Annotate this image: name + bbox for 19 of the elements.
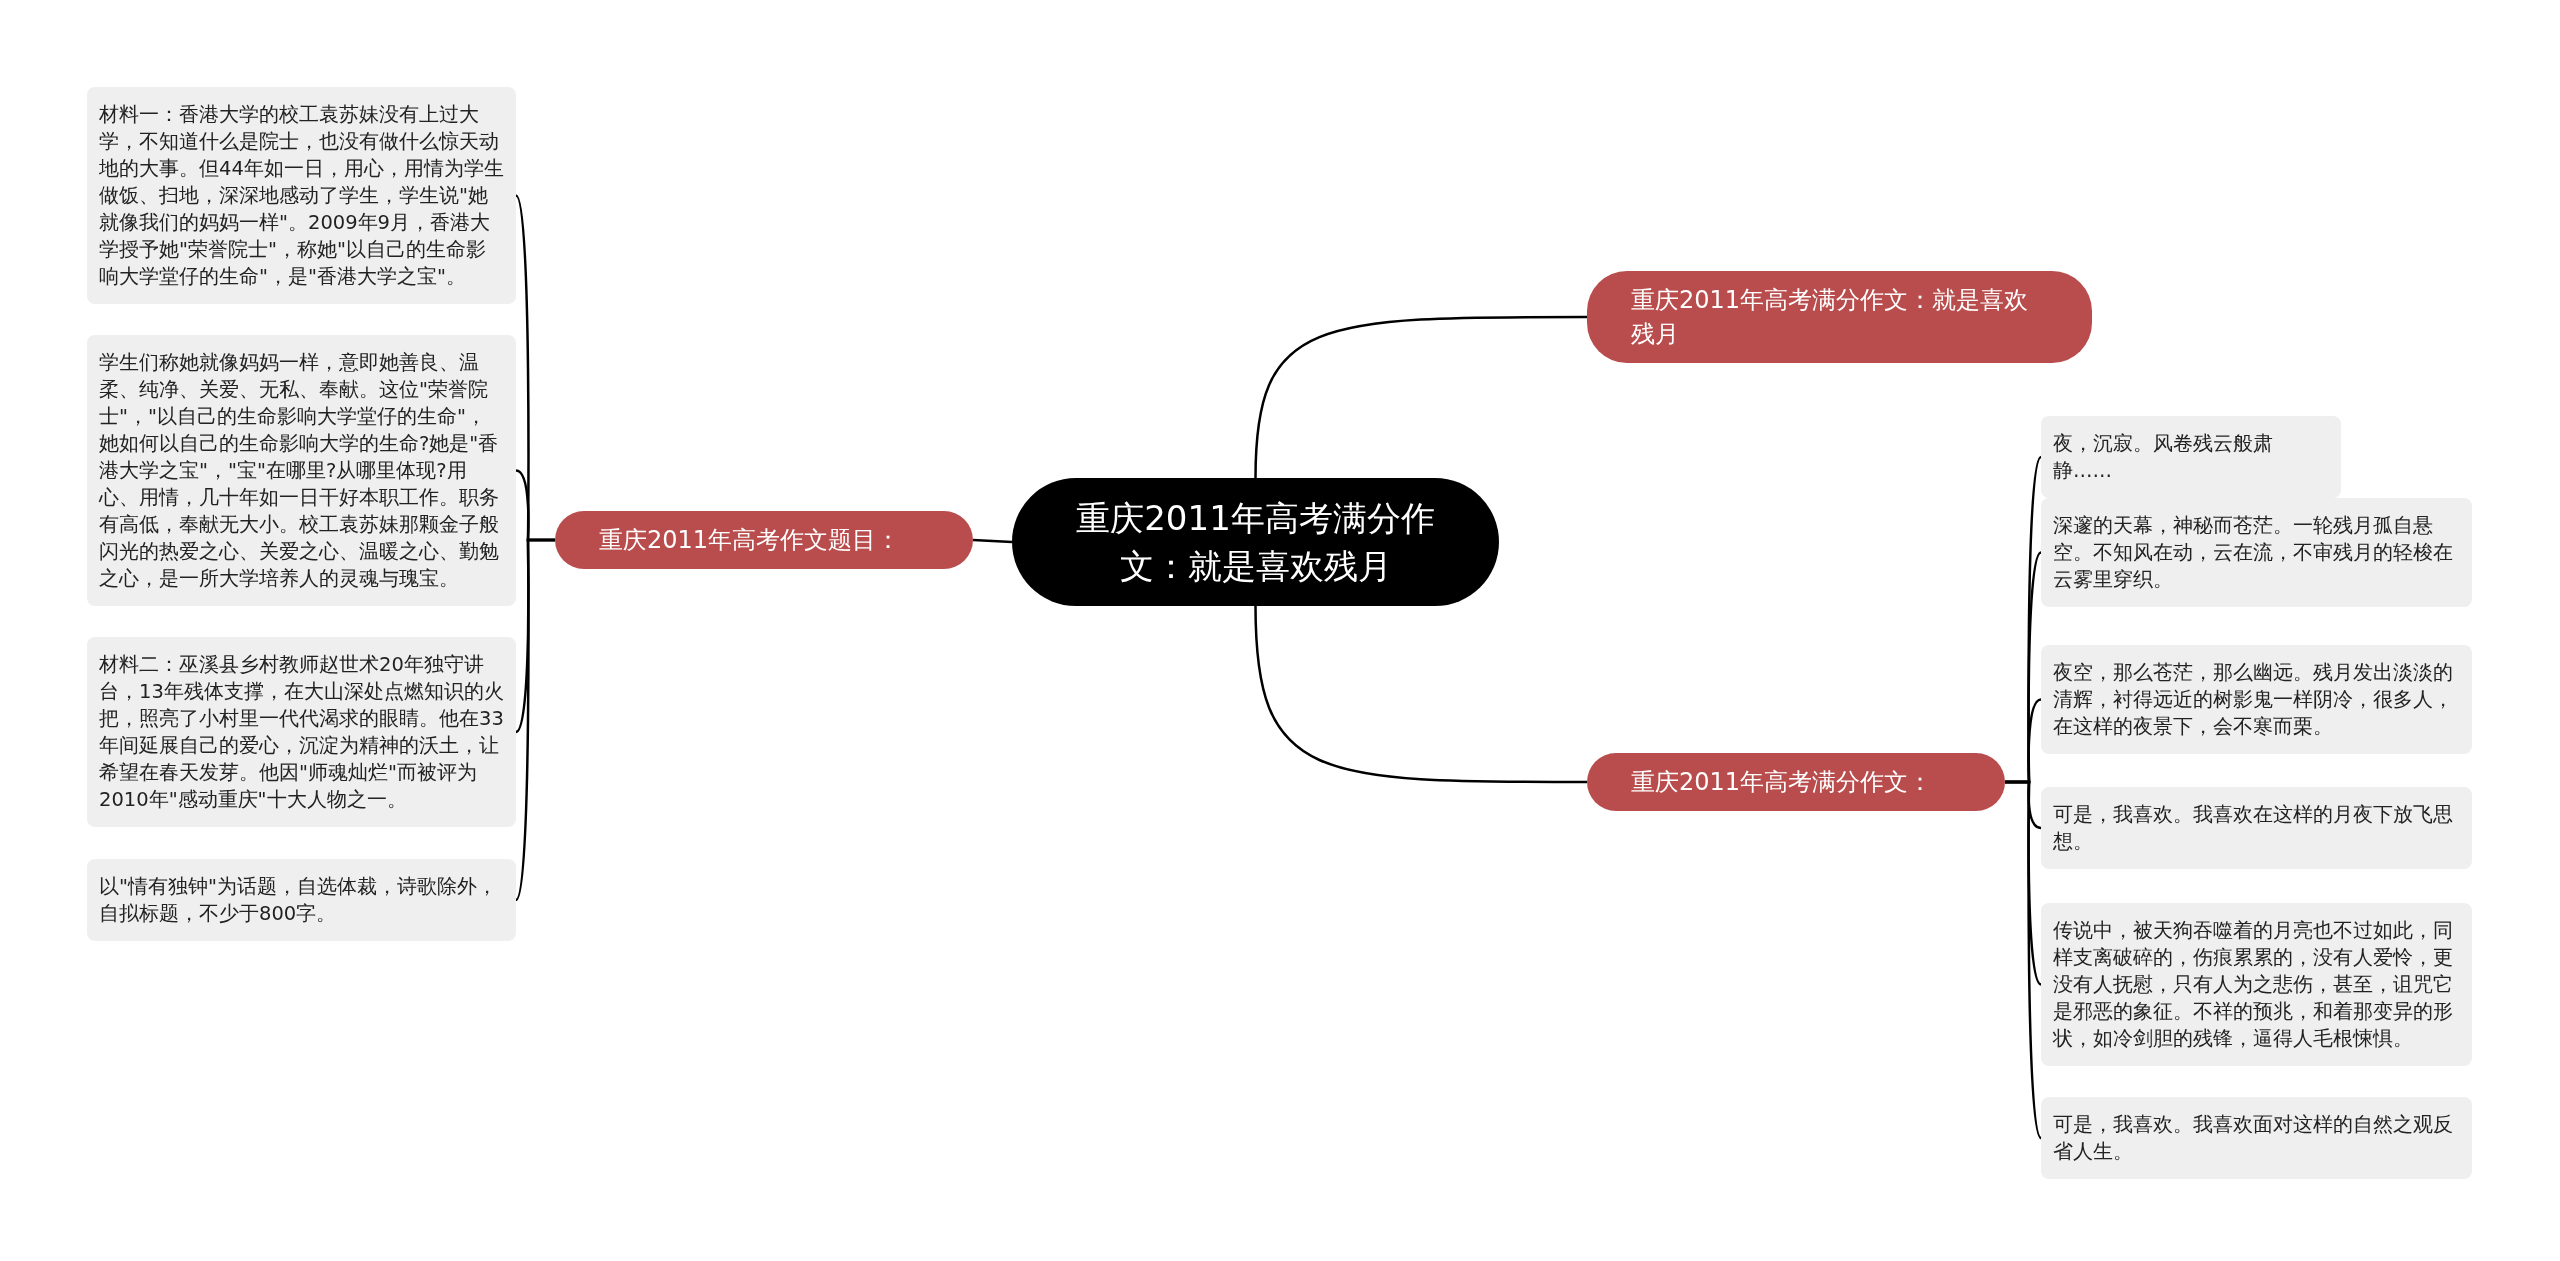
connector-line	[1254, 605, 1587, 784]
note-box: 材料一：香港大学的校工袁苏妹没有上过大学，不知道什么是院士，也没有做什么惊天动地的大事。但44年如一日，用心，用情为学生做饭、扫地，深深地感动了学生，学生说"她就像我们的妈妈一样"。2009年9月，香港大学授予她"荣誉院士"，称她"以自己的生命影响大学堂仔的生命"，是"香港大学之宝"。	[87, 87, 516, 304]
topic-box: 重庆2011年高考满分作文：就是喜欢残月	[1587, 271, 2092, 363]
note-box: 可是，我喜欢。我喜欢在这样的月夜下放飞思想。	[2041, 787, 2472, 869]
note-box: 材料二：巫溪县乡村教师赵世术20年独守讲台，13年残体支撑，在大山深处点燃知识的火把，照亮了小村里一代代渴求的眼睛。他在33年间延展自己的爱心，沉淀为精神的沃土，让希望在春天发芽。他因"师魂灿烂"而被评为2010年"感动重庆"十大人物之一。	[87, 637, 516, 827]
note-box: 以"情有独钟"为话题，自选体裁，诗歌除外，自拟标题，不少于800字。	[87, 859, 516, 941]
note-box: 传说中，被天狗吞噬着的月亮也不过如此，同样支离破碎的，伤痕累累的，没有人爱怜，更没有人抚慰，只有人为之悲伤，甚至，诅咒它是邪恶的象征。不祥的预兆，和着那变异的形状，如冷剑胆的残锋，逼得人毛根悚惧。	[2041, 903, 2472, 1066]
connector-line	[2005, 780, 2043, 1139]
topic-box: 重庆2011年高考满分作文：	[1587, 753, 2005, 811]
note-box: 夜空，那么苍茫，那么幽远。残月发出淡淡的清辉，衬得远近的树影鬼一样阴冷，很多人，在这样的夜景下，会不寒而栗。	[2041, 645, 2472, 754]
connector-line	[514, 538, 555, 901]
topic-box: 重庆2011年高考作文题目：	[555, 511, 973, 569]
note-box: 学生们称她就像妈妈一样，意即她善良、温柔、纯净、关爱、无私、奉献。这位"荣誉院士"，"以自己的生命影响大学堂仔的生命"，她如何以自己的生命影响大学的生命?她是"香港大学之宝"，"宝"在哪里?从哪里体现?用心、用情，几十年如一日干好本职工作。职务有高低，奉献无大小。校工袁苏妹那颗金子般闪光的热爱之心、关爱之心、温暖之心、勤勉之心，是一所大学培养人的灵魂与瑰宝。	[87, 335, 516, 606]
connector-line	[972, 538, 1013, 544]
connector-line	[1254, 315, 1587, 479]
note-box: 夜，沉寂。风卷残云般肃静……	[2041, 416, 2341, 498]
central-topic: 重庆2011年高考满分作文：就是喜欢残月	[1012, 478, 1499, 606]
note-box: 深邃的天幕，神秘而苍茫。一轮残月孤自悬空。不知风在动，云在流，不审残月的轻梭在云雾里穿织。	[2041, 498, 2472, 607]
note-box: 可是，我喜欢。我喜欢面对这样的自然之观反省人生。	[2041, 1097, 2472, 1179]
